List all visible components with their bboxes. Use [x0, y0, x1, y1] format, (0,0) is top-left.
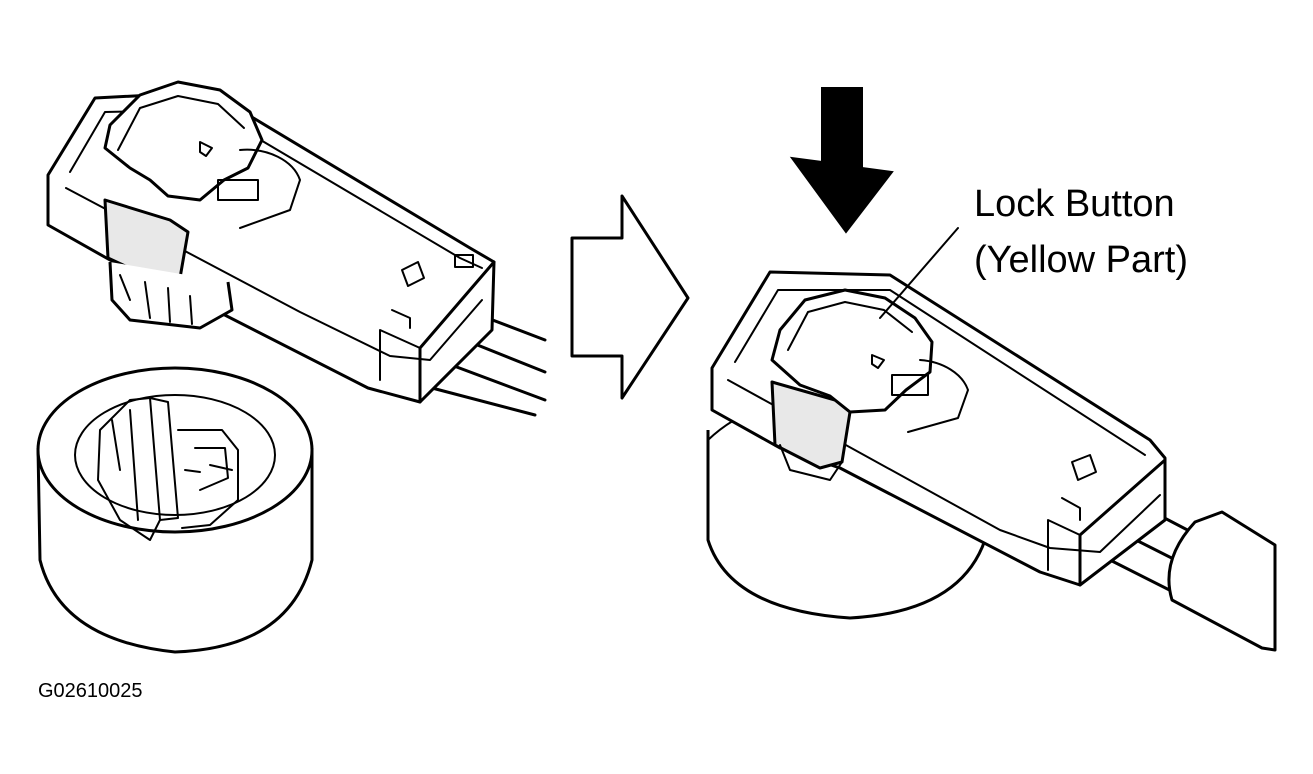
figure-code: G02610025	[38, 680, 143, 702]
callout-label-line1: Lock Button	[974, 183, 1175, 225]
cable-sheath	[1167, 510, 1277, 652]
right-cable	[1108, 498, 1277, 652]
transition-arrow	[570, 194, 690, 400]
callout-label-line2: (Yellow Part)	[974, 239, 1189, 281]
left-sensor	[36, 366, 314, 654]
callout-leader-line	[879, 227, 959, 319]
left-lock-button	[103, 80, 264, 202]
left-connector	[46, 80, 547, 417]
right-connector	[710, 270, 1167, 587]
press-down-arrow	[789, 87, 894, 234]
